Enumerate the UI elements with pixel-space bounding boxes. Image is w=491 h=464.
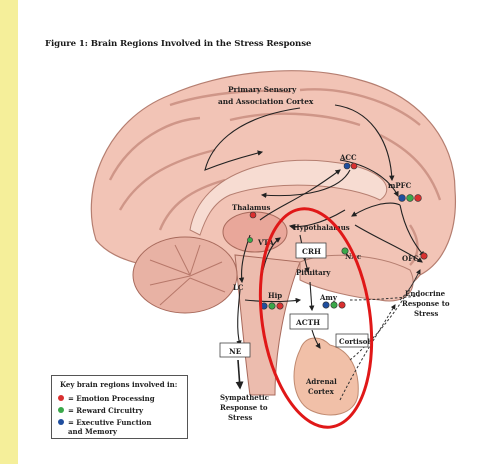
vta-label: VTA bbox=[257, 238, 274, 247]
thalamus-dot bbox=[250, 212, 256, 218]
legend-executive-label: = Executive Function and Memory bbox=[68, 418, 151, 436]
amy-label: Amy bbox=[319, 293, 338, 302]
thalamus-label: Thalamus bbox=[232, 203, 271, 212]
legend-item-reward: = Reward Circuitry bbox=[58, 406, 143, 415]
hip-label: Hip bbox=[268, 291, 282, 300]
adrenal-label-1: Adrenal bbox=[305, 377, 337, 386]
amy-dot-reward bbox=[331, 302, 337, 308]
legend-heading: Key brain regions involved in: bbox=[60, 380, 177, 389]
ne-label: NE bbox=[229, 347, 242, 356]
sympathetic-label-1: Sympathetic bbox=[220, 393, 269, 402]
legend-emotion-label: = Emotion Processing bbox=[68, 394, 155, 403]
ofc-label: OFC bbox=[402, 254, 419, 263]
cerebellum bbox=[133, 237, 237, 313]
thalamus-body bbox=[223, 212, 287, 252]
nac-dot bbox=[342, 248, 348, 254]
adrenal-label-2: Cortex bbox=[308, 387, 335, 396]
legend-item-executive: = Executive Function and Memory bbox=[58, 418, 151, 436]
endocrine-label-3: Stress bbox=[414, 309, 438, 318]
hip-dot-emotion bbox=[277, 303, 283, 309]
legend-emotion-dot bbox=[58, 395, 64, 401]
legend-reward-label: = Reward Circuitry bbox=[68, 406, 143, 415]
sympathetic-label-3: Stress bbox=[228, 413, 252, 422]
pituitary-label: Pituitary bbox=[296, 268, 331, 277]
primary-sensory-label-2: and Association Cortex bbox=[218, 97, 314, 106]
amy-dot-emotion bbox=[339, 302, 345, 308]
cortisol-label: Cortisol bbox=[339, 337, 370, 346]
endocrine-label-2: Response to bbox=[402, 299, 450, 308]
acc-dot-emotion bbox=[351, 163, 357, 169]
hypothalamus-label: Hypothalamus bbox=[293, 223, 350, 232]
mpfc-dot-emotion bbox=[415, 195, 422, 202]
sympathetic-label-2: Response to bbox=[220, 403, 268, 412]
primary-sensory-label-1: Primary Sensory bbox=[228, 85, 297, 94]
mpfc-dot-reward bbox=[407, 195, 414, 202]
legend-executive-dot bbox=[58, 419, 64, 425]
ne-arrow bbox=[238, 360, 240, 388]
amy-dot-executive bbox=[323, 302, 329, 308]
crh-label: CRH bbox=[302, 247, 321, 256]
legend-box: Key brain regions involved in: = Emotion… bbox=[51, 375, 188, 439]
mpfc-label: mPFC bbox=[388, 181, 412, 190]
legend-reward-dot bbox=[58, 407, 64, 413]
endocrine-label-1: Endocrine bbox=[405, 289, 446, 298]
acc-label: ACC bbox=[339, 153, 357, 162]
legend-item-emotion: = Emotion Processing bbox=[58, 394, 155, 403]
lc-label: LC bbox=[233, 283, 244, 292]
acth-label: ACTH bbox=[295, 318, 320, 327]
mpfc-dot-executive bbox=[399, 195, 406, 202]
hip-dot-reward bbox=[269, 303, 275, 309]
acc-dot-executive bbox=[344, 163, 350, 169]
vta-dot bbox=[247, 237, 252, 242]
ofc-dot bbox=[421, 253, 427, 259]
